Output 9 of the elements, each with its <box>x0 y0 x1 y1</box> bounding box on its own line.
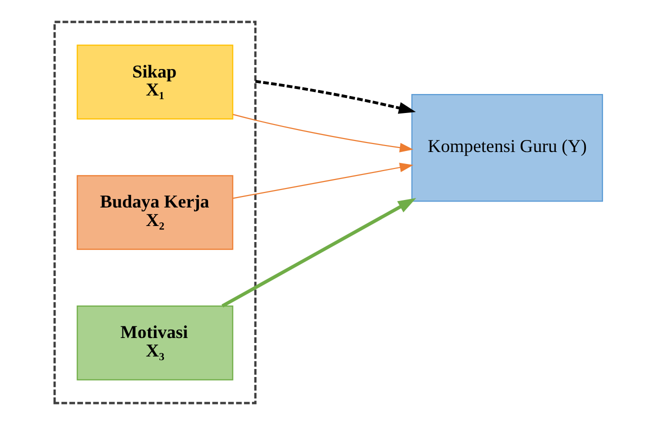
arrow <box>232 162 413 199</box>
node-box: Sikap X₁ <box>76 44 233 120</box>
arrow <box>232 114 413 152</box>
cluster <box>52 20 256 404</box>
node-box: Motivasi X₃ <box>76 306 233 380</box>
node-box: Budaya Kerja X₂ <box>76 175 233 250</box>
arrow <box>221 198 416 308</box>
node-box: Kompetensi Guru (Y) <box>410 94 603 202</box>
arrow <box>254 80 416 114</box>
